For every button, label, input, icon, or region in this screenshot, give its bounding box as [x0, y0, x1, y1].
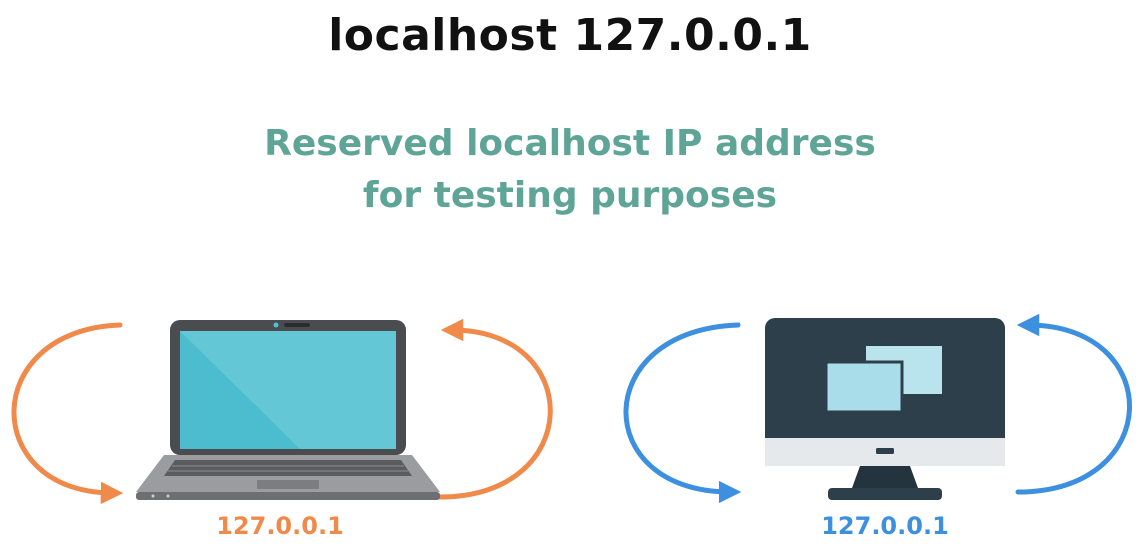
laptop-icon [136, 320, 440, 500]
desktop-left-loop-arrow [623, 322, 742, 504]
subtitle: Reserved localhost IP address for testin… [264, 123, 876, 216]
laptop-ip-label: 127.0.0.1 [216, 512, 344, 540]
laptop-loop-arrows [11, 318, 553, 505]
desktop-loop-arrows [623, 313, 1132, 504]
desktop-ip-label: 127.0.0.1 [821, 512, 949, 540]
laptop-left-loop-arrow [11, 322, 124, 505]
laptop-right-loop-arrow [437, 318, 553, 500]
desktop-monitor-icon [765, 318, 1005, 500]
desktop-right-loop-arrow [1015, 313, 1132, 495]
page-title: localhost 127.0.0.1 [328, 10, 812, 61]
